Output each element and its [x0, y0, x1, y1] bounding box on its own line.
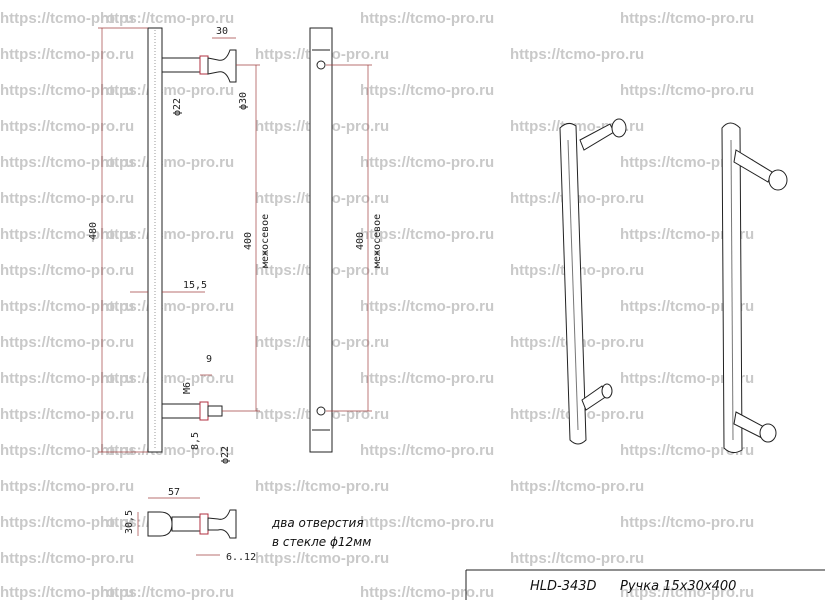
detail-knob [207, 509, 237, 539]
dim-overall-length: 480 [88, 222, 99, 240]
watermark-text: https://tcmo-pro.ru [100, 82, 235, 99]
note-line-2: в стекле ϕ12мм [272, 535, 371, 549]
side-bar [309, 27, 333, 453]
watermark-text: https://tcmo-pro.ru [0, 334, 135, 351]
watermark-text: https://tcmo-pro.ru [360, 584, 495, 601]
title-model: HLD-343D [530, 579, 597, 594]
watermark-text: https://tcmo-pro.ru [0, 190, 135, 207]
watermark-text: https://tcmo-pro.ru [510, 478, 645, 495]
watermark-text: https://tcmo-pro.ru [360, 442, 495, 459]
watermark-text: https://tcmo-pro.ru [620, 154, 755, 171]
watermark-text: https://tcmo-pro.ru [0, 46, 135, 63]
watermark-text: https://tcmo-pro.ru [0, 82, 135, 99]
title-block: HLD-343D Ручка 15х30х400 [465, 569, 825, 600]
watermark-text: https://tcmo-pro.ru [255, 550, 390, 567]
dim-knob-diameter-side: ϕ30 [238, 92, 249, 110]
top-post [161, 57, 201, 73]
watermark-text: https://tcmo-pro.ru [0, 298, 135, 315]
watermark-text: https://tcmo-pro.ru [620, 10, 755, 27]
watermark-text: https://tcmo-pro.ru [360, 514, 495, 531]
dim-thread: M6 [182, 382, 193, 394]
dim-bar-width: 15,5 [183, 280, 207, 291]
dim-post-diameter-top: ϕ22 [172, 98, 183, 116]
watermark-text: https://tcmo-pro.ru [620, 514, 755, 531]
dim-center-distance-side: 400 [355, 232, 366, 250]
watermark-text: https://tcmo-pro.ru [255, 478, 390, 495]
title-description: Ручка 15х30х400 [620, 579, 736, 594]
watermark-text: https://tcmo-pro.ru [100, 154, 235, 171]
watermark-text: https://tcmo-pro.ru [0, 370, 135, 387]
detail-post [171, 516, 201, 532]
dim-center-label-side: межосевое [372, 214, 383, 268]
watermark-text: https://tcmo-pro.ru [0, 406, 135, 423]
watermark-text: https://tcmo-pro.ru [0, 514, 135, 531]
bottom-nut [207, 405, 223, 417]
watermark-text: https://tcmo-pro.ru [360, 226, 495, 243]
watermark-text: https://tcmo-pro.ru [620, 82, 755, 99]
watermark-text: https://tcmo-pro.ru [0, 550, 135, 567]
watermark-text: https://tcmo-pro.ru [0, 118, 135, 135]
dim-center-distance-front: 400 [243, 232, 254, 250]
watermark-text: https://tcmo-pro.ru [100, 10, 235, 27]
watermark-text: https://tcmo-pro.ru [360, 82, 495, 99]
watermark-text: https://tcmo-pro.ru [0, 478, 135, 495]
fastener-detail [147, 509, 237, 539]
perspective-view-2 [721, 122, 788, 454]
top-glass-washer [199, 55, 209, 75]
front-dimension-lines [98, 27, 260, 453]
watermark-text: https://tcmo-pro.ru [100, 298, 235, 315]
dim-center-label-front: межосевое [260, 214, 271, 268]
side-dimension-lines [326, 64, 372, 412]
dim-gap-9: 9 [206, 354, 212, 365]
watermark-text: https://tcmo-pro.ru [360, 370, 495, 387]
dim-height: 30,5 [124, 510, 135, 534]
perspective-view-1 [559, 118, 627, 445]
front-view [147, 27, 237, 453]
dim-standoff: 57 [168, 487, 180, 498]
watermark-text: https://tcmo-pro.ru [0, 226, 135, 243]
watermark-text: https://tcmo-pro.ru [510, 550, 645, 567]
note-line-1: два отверстия [271, 516, 364, 530]
watermark-text: https://tcmo-pro.ru [100, 370, 235, 387]
dim-washer: 8,5 [190, 432, 201, 450]
watermark-text: https://tcmo-pro.ru [0, 584, 135, 601]
bottom-post [161, 403, 201, 419]
watermark-text: https://tcmo-pro.ru [620, 226, 755, 243]
watermark-text: https://tcmo-pro.ru [360, 10, 495, 27]
watermark-text: https://tcmo-pro.ru [620, 298, 755, 315]
watermark-text: https://tcmo-pro.ru [0, 154, 135, 171]
watermark-text: https://tcmo-pro.ru [510, 46, 645, 63]
watermark-text: https://tcmo-pro.ru [100, 226, 235, 243]
watermark-text: https://tcmo-pro.ru [100, 442, 235, 459]
dim-knob-diameter-top: 30 [216, 26, 228, 37]
dim-post-diameter-bottom: ϕ22 [220, 446, 231, 464]
watermark-text: https://tcmo-pro.ru [620, 370, 755, 387]
side-view [309, 27, 333, 453]
watermark-text: https://tcmo-pro.ru [620, 442, 755, 459]
top-knob [207, 49, 237, 83]
detail-washer [199, 513, 209, 535]
watermark-text: https://tcmo-pro.ru [100, 584, 235, 601]
detail-end-cap [147, 511, 173, 537]
detail-dimension-lines [137, 497, 220, 556]
watermark-text: https://tcmo-pro.ru [620, 584, 755, 601]
watermark-text: https://tcmo-pro.ru [0, 10, 135, 27]
watermark-text: https://tcmo-pro.ru [360, 154, 495, 171]
watermark-text: https://tcmo-pro.ru [0, 262, 135, 279]
dim-glass-range: 6..12 [226, 552, 256, 563]
bottom-glass-washer [199, 401, 209, 421]
watermark-text: https://tcmo-pro.ru [360, 298, 495, 315]
watermark-text: https://tcmo-pro.ru [0, 442, 135, 459]
